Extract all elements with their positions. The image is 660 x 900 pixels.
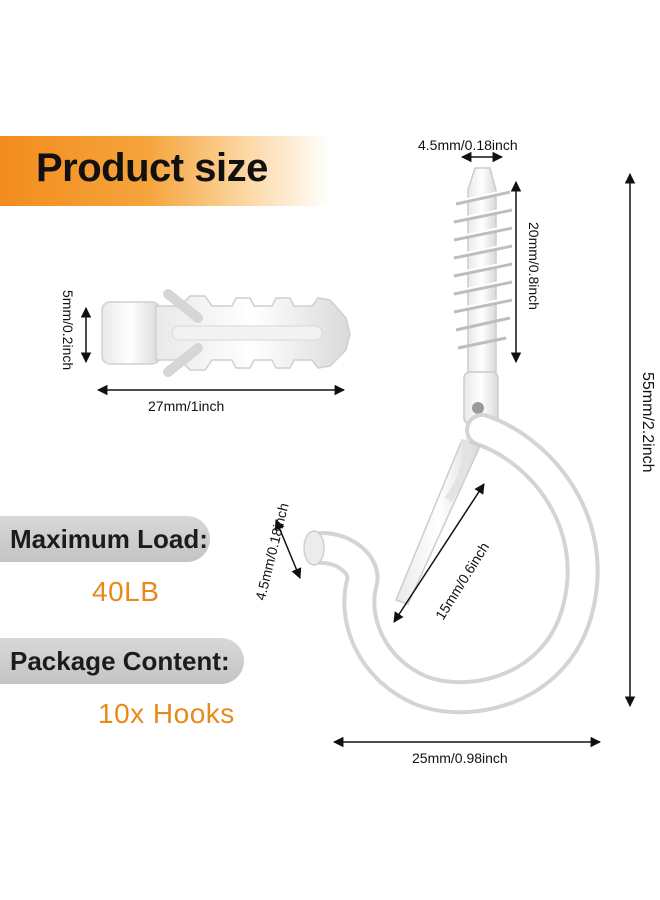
wall-anchor [101,289,351,377]
dimension-lines [80,151,636,748]
anchor-length-label: 27mm/1inch [148,398,225,414]
package-label: Package Content: [10,646,230,676]
total-height-label: 55mm/2.2inch [639,372,656,473]
max-load-label: Maximum Load: [10,524,208,554]
page-title: Product size [36,146,268,190]
title-banner [0,136,330,206]
screw-hook [303,167,600,715]
max-load-value: 40LB [92,576,160,607]
package-value: 10x Hooks [98,698,235,729]
screw-width-label: 4.5mm/0.18inch [418,137,518,153]
hook-width-label: 25mm/0.98inch [412,750,508,766]
screw-length-label: 20mm/0.8inch [526,222,542,310]
anchor-diameter-label: 5mm/0.2inch [60,290,76,371]
package-pill [0,638,244,684]
max-load-pill [0,516,210,562]
